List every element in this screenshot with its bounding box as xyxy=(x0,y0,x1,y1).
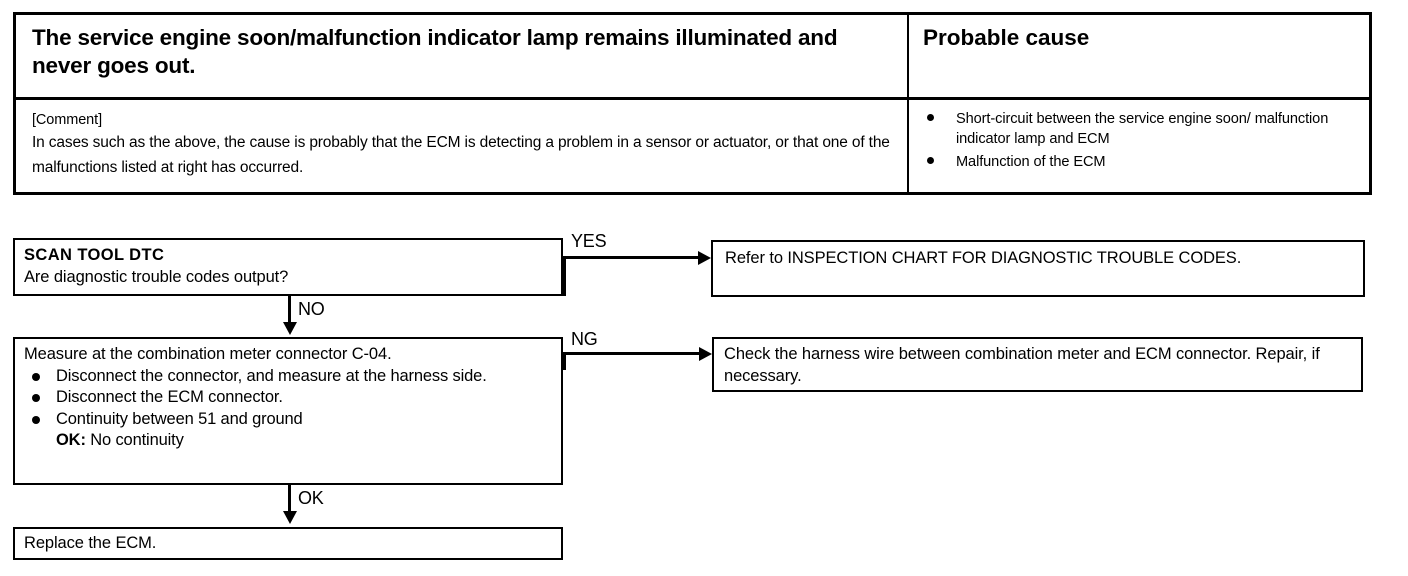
measure-ok-label: OK: xyxy=(56,431,86,450)
branch-label-ng: NG xyxy=(571,329,598,349)
flow-box-scan-tool-dtc[interactable]: SCAN TOOL DTC Are diagnostic trouble cod… xyxy=(13,238,563,296)
arrow-ok-icon xyxy=(282,511,297,524)
measure-step-text: Disconnect the connector, and measure at… xyxy=(56,366,487,385)
table-header-row: The service engine soon/malfunction indi… xyxy=(16,15,1369,97)
symptom-heading-cell: The service engine soon/malfunction indi… xyxy=(16,15,909,97)
bullet-icon xyxy=(927,113,934,121)
connector-yes-horizontal xyxy=(563,256,700,259)
symptom-table: The service engine soon/malfunction indi… xyxy=(13,12,1372,195)
list-item: Malfunction of the ECM xyxy=(923,152,1359,173)
cause-text: Malfunction of the ECM xyxy=(956,154,1106,171)
connector-ok-vertical xyxy=(288,485,291,513)
flow-box-refer-inspection-chart[interactable]: Refer to INSPECTION CHART FOR DIAGNOSTIC… xyxy=(711,240,1365,297)
flow-box-measure-connector[interactable]: Measure at the combination meter connect… xyxy=(13,337,563,485)
bullet-icon xyxy=(32,394,40,403)
measure-ok-line: OK: No continuity xyxy=(56,430,561,451)
probable-cause-list: Short-circuit between the service engine… xyxy=(923,109,1359,173)
check-box-text: Check the harness wire between combinati… xyxy=(724,345,1320,385)
connector-ng-horizontal xyxy=(563,352,701,355)
connector-yes-vertical xyxy=(563,256,566,296)
flow-box-replace-ecm[interactable]: Replace the ECM. xyxy=(13,527,563,560)
measure-box-title: Measure at the combination meter connect… xyxy=(24,345,392,363)
measure-step-list: Disconnect the connector, and measure at… xyxy=(24,366,561,452)
list-item: Disconnect the connector, and measure at… xyxy=(24,366,561,387)
branch-label-ok: OK xyxy=(298,488,324,508)
measure-ok-value: No continuity xyxy=(90,431,184,450)
bullet-icon xyxy=(32,372,40,381)
list-item: Continuity between 51 and ground OK: No … xyxy=(24,409,561,452)
arrow-yes-icon xyxy=(698,250,711,265)
table-body-row: [Comment] In cases such as the above, th… xyxy=(16,96,1369,192)
replace-box-text: Replace the ECM. xyxy=(24,534,157,552)
comment-cell: [Comment] In cases such as the above, th… xyxy=(16,99,909,192)
connector-ng-vertical xyxy=(563,352,566,370)
cause-text: Short-circuit between the service engine… xyxy=(956,110,1329,148)
bullet-icon xyxy=(32,415,40,424)
arrow-no-icon xyxy=(282,322,297,335)
measure-step-text: Continuity between 51 and ground xyxy=(56,409,303,428)
connector-no-vertical xyxy=(288,296,291,324)
probable-cause-heading-cell: Probable cause xyxy=(909,15,1369,97)
scan-box-question: Are diagnostic trouble codes output? xyxy=(24,267,289,286)
probable-cause-heading: Probable cause xyxy=(923,25,1090,50)
comment-tag: [Comment] xyxy=(32,111,103,128)
list-item: Disconnect the ECM connector. xyxy=(24,387,561,408)
branch-label-yes: YES xyxy=(571,231,607,251)
measure-step-text: Disconnect the ECM connector. xyxy=(56,388,283,407)
probable-cause-cell: Short-circuit between the service engine… xyxy=(909,100,1369,192)
scan-box-title: SCAN TOOL DTC xyxy=(24,246,165,264)
bullet-icon xyxy=(927,157,934,165)
arrow-ng-icon xyxy=(699,346,712,361)
list-item: Short-circuit between the service engine… xyxy=(923,109,1359,150)
comment-body: In cases such as the above, the cause is… xyxy=(32,134,890,176)
symptom-heading: The service engine soon/malfunction indi… xyxy=(32,25,838,79)
branch-label-no: NO xyxy=(298,299,325,319)
flow-box-check-harness[interactable]: Check the harness wire between combinati… xyxy=(712,337,1363,392)
refer-box-text: Refer to INSPECTION CHART FOR DIAGNOSTIC… xyxy=(725,249,1242,267)
